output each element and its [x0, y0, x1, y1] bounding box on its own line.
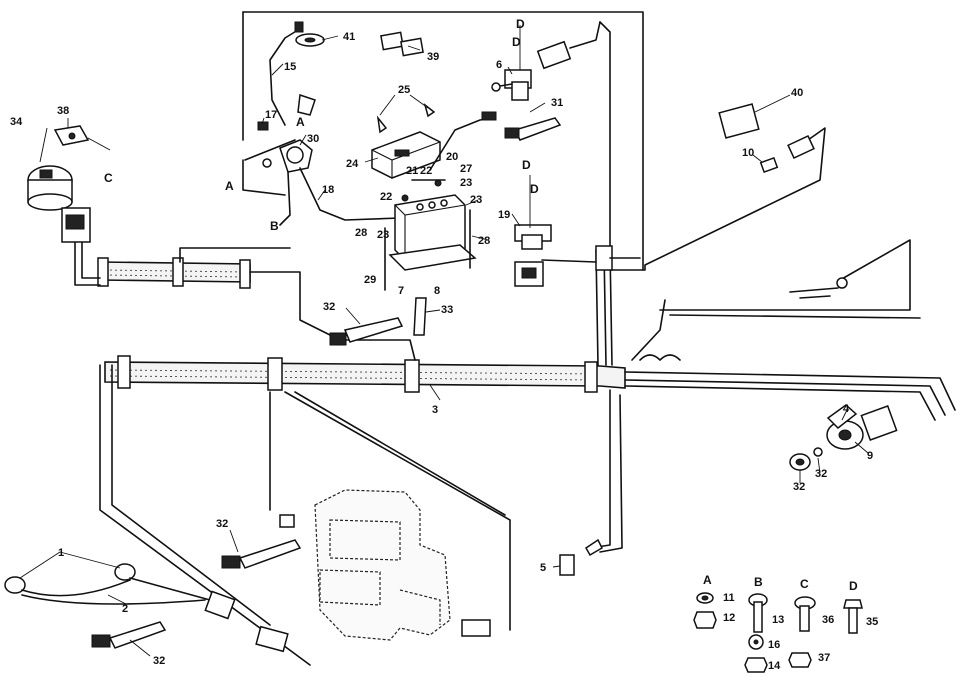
letter-d-legend: D [849, 579, 858, 593]
cable-32-lower [221, 539, 302, 569]
frame-lines [99, 11, 921, 666]
letter-b-legend: B [754, 575, 763, 589]
callout-11: 11 [723, 592, 735, 604]
callout-32c: 32 [216, 518, 228, 530]
cable-32-bottom [91, 621, 167, 649]
callout-numbers: 41 39 15 17 30 25 24 6 31 20 21 22 27 23… [10, 31, 878, 672]
callout-17: 17 [265, 109, 277, 121]
callout-29: 30 [307, 133, 319, 145]
engine-outline [314, 489, 451, 641]
callout-33: 33 [441, 304, 453, 316]
callout-10: 10 [742, 147, 754, 159]
ground-symbol [789, 277, 848, 299]
switch-19 [514, 175, 552, 287]
callout-9: 9 [867, 450, 873, 462]
letter-c-legend: C [800, 577, 809, 591]
letter-d-switch19-top: D [522, 158, 531, 172]
callout-20: 20 [446, 151, 458, 163]
callout-22b: 22 [380, 191, 392, 203]
letter-d-switch6-top: D [516, 17, 525, 31]
cable-32-mid [329, 317, 404, 346]
lower-connectors [255, 514, 491, 653]
callout-38: 38 [57, 105, 69, 117]
letter-d-switch19: D [530, 182, 539, 196]
ignition-harness [74, 239, 416, 361]
callout-39: 39 [427, 51, 439, 63]
callout-3: 3 [432, 404, 438, 416]
letter-a-solenoid: A [296, 115, 305, 129]
switch-6 [491, 25, 572, 101]
callout-21: 21 [406, 165, 418, 177]
callout-1: 1 [58, 547, 64, 559]
headlight-harness-1 [4, 563, 236, 620]
hose-33 [413, 297, 427, 336]
callout-32b: 32 [323, 301, 335, 313]
part-10 [759, 135, 815, 174]
callout-26: 25 [398, 84, 410, 96]
vertical-trunk [541, 21, 826, 366]
callout-31: 32 [815, 468, 827, 480]
callout-32a: 31 [551, 97, 563, 109]
callout-40: 40 [791, 87, 803, 99]
letter-b-frame: B [270, 219, 279, 233]
hardware-legend [693, 592, 863, 673]
callout-35: 35 [866, 616, 878, 628]
ignition-coil [27, 165, 91, 243]
callout-2: 2 [122, 603, 128, 615]
key-switch-9 [789, 404, 898, 471]
solenoid-29 [257, 93, 401, 226]
callout-18: 18 [322, 184, 334, 196]
nut-37 [788, 652, 812, 668]
callout-7: 7 [398, 285, 404, 297]
bolt-35 [843, 599, 863, 609]
part-5 [559, 538, 603, 576]
leader-lines [19, 35, 869, 657]
callout-13: 13 [772, 614, 784, 626]
letter-d-switch6: D [512, 35, 521, 49]
callout-6: 6 [496, 59, 502, 71]
callout-23a: 23 [460, 177, 472, 189]
harness-clamp [404, 359, 420, 393]
letter-references: A A B C D D D D A B C D [104, 17, 858, 593]
callout-30: 32 [793, 481, 805, 493]
callout-12: 12 [723, 612, 735, 624]
callout-5: 5 [540, 562, 546, 574]
decal-40 [718, 94, 791, 139]
harness-clamp [584, 361, 598, 393]
callout-22a: 22 [420, 165, 432, 177]
callout-28b: 29 [364, 274, 376, 286]
grommet-41 [269, 21, 325, 126]
callout-36: 36 [822, 614, 834, 626]
connectors-39 [380, 31, 424, 57]
callout-32d: 32 [153, 655, 165, 667]
letter-c-bracket: C [104, 171, 113, 185]
nut-12 [693, 611, 717, 629]
main-harness [104, 354, 956, 421]
callout-27b: 28 [355, 227, 367, 239]
callout-16: 16 [768, 639, 780, 651]
callout-41: 41 [343, 31, 355, 43]
harness-clamp [267, 357, 283, 391]
bracket-38 [53, 125, 111, 151]
callout-23b: 23 [377, 229, 389, 241]
callout-24: 23 [470, 194, 482, 206]
nut-14 [744, 657, 768, 673]
harness-clamp [117, 355, 131, 389]
letter-a-legend: A [703, 573, 712, 587]
callout-8: 8 [434, 285, 440, 297]
callout-34: 34 [10, 116, 23, 128]
callout-37: 37 [818, 652, 830, 664]
cable-32-top [504, 117, 562, 141]
battery-24 [384, 179, 477, 291]
letter-a-frame: A [225, 179, 234, 193]
battery-holder-25 [371, 103, 497, 179]
callout-14: 14 [768, 660, 781, 672]
callout-19: 19 [498, 209, 510, 221]
callout-28a: 28 [478, 235, 490, 247]
callout-4: 4 [843, 403, 850, 415]
callout-27a: 27 [460, 163, 472, 175]
callout-25: 24 [346, 158, 359, 170]
callout-15: 15 [284, 61, 296, 73]
